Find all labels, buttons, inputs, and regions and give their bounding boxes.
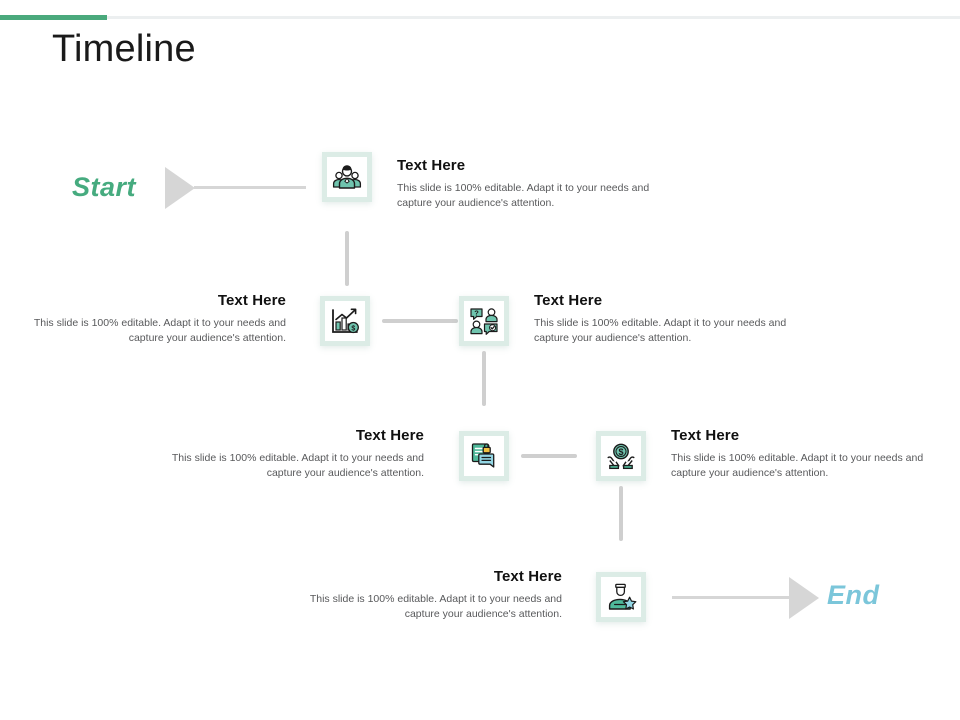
step-4-body: This slide is 100% editable. Adapt it to…: [171, 452, 424, 480]
header-rule: [0, 16, 960, 19]
connector-step4-step5: [521, 454, 577, 458]
step-6-icon-tile[interactable]: [596, 572, 646, 622]
step-1-heading: Text Here: [397, 157, 466, 174]
step-3-icon-tile[interactable]: ?: [459, 296, 509, 346]
svg-text:$: $: [351, 326, 355, 333]
money-in-hands-icon: $: [605, 440, 637, 472]
step-3-text-block: Text Here This slide is 100% editable. A…: [534, 292, 824, 346]
connector-step3-step4: [482, 351, 486, 406]
start-rail: [194, 186, 306, 189]
step-1-body: This slide is 100% editable. Adapt it to…: [397, 182, 650, 210]
step-2-body: This slide is 100% editable. Adapt it to…: [33, 317, 286, 345]
step-5-text-block: Text Here This slide is 100% editable. A…: [671, 427, 960, 481]
step-6-body: This slide is 100% editable. Adapt it to…: [309, 593, 562, 621]
step-3-body: This slide is 100% editable. Adapt it to…: [534, 317, 787, 345]
team-group-icon: [331, 161, 363, 193]
expert-person-star-icon: [605, 581, 637, 613]
secure-documents-icon: [468, 440, 500, 472]
svg-text:?: ?: [474, 308, 479, 317]
step-1-icon-tile[interactable]: [322, 152, 372, 202]
step-4-heading: Text Here: [355, 427, 424, 444]
step-3-heading: Text Here: [534, 292, 603, 309]
step-5-icon-tile[interactable]: $: [596, 431, 646, 481]
growth-bar-chart-icon: $: [329, 305, 361, 337]
start-label: Start: [72, 172, 137, 202]
connector-step1-step2: [345, 231, 349, 286]
end-label: End: [827, 580, 880, 610]
connector-step2-step3: [382, 319, 458, 323]
header-rule-accent: [0, 15, 107, 20]
page-title: Timeline: [52, 28, 196, 70]
start-arrow-icon: [165, 167, 195, 209]
step-5-heading: Text Here: [671, 427, 740, 444]
step-5-body: This slide is 100% editable. Adapt it to…: [671, 452, 924, 480]
step-6-heading: Text Here: [493, 568, 562, 585]
step-1-text-block: Text Here This slide is 100% editable. A…: [397, 157, 687, 211]
step-4-text-block: Text Here This slide is 100% editable. A…: [152, 427, 424, 481]
svg-text:$: $: [618, 447, 623, 457]
consultation-speech-icon: ?: [468, 305, 500, 337]
end-arrow-icon: [789, 577, 819, 619]
step-2-icon-tile[interactable]: $: [320, 296, 370, 346]
end-rail: [672, 596, 790, 599]
step-2-heading: Text Here: [217, 292, 286, 309]
step-6-text-block: Text Here This slide is 100% editable. A…: [290, 568, 562, 622]
step-2-text-block: Text Here This slide is 100% editable. A…: [14, 292, 286, 346]
connector-step5-step6: [619, 486, 623, 541]
step-4-icon-tile[interactable]: [459, 431, 509, 481]
